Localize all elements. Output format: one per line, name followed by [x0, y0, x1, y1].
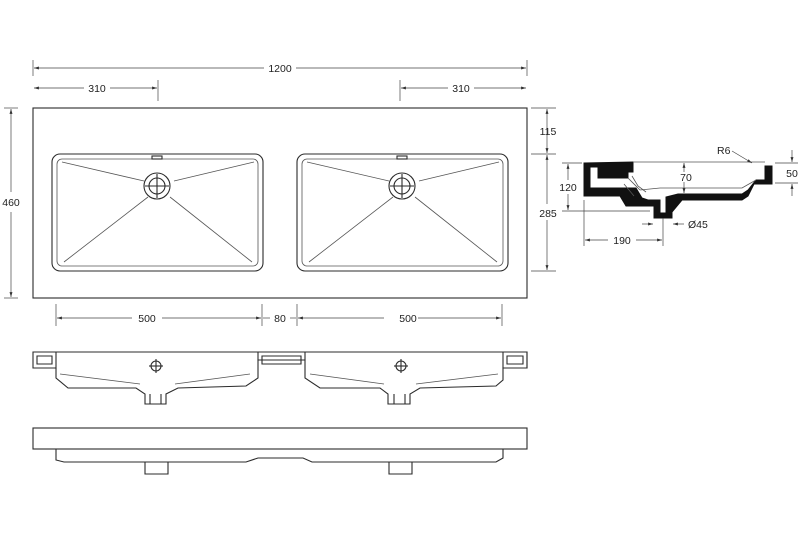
drain-icon — [143, 172, 171, 200]
front-elevation — [32, 351, 528, 405]
dim-overall-width: 1200 — [32, 60, 528, 76]
dim-label: 310 — [88, 83, 106, 95]
dim-drain-offset: 190 — [583, 200, 664, 247]
countertop-outline — [32, 107, 528, 299]
dim-label: 120 — [559, 182, 577, 194]
dim-label: 1200 — [268, 63, 292, 75]
dim-right-offset: 310 — [399, 80, 526, 101]
dim-section-inner-depth: 70 — [680, 163, 692, 193]
dim-section-radius: R6 — [717, 145, 753, 164]
dim-label: 285 — [539, 208, 557, 220]
dim-label: 500 — [138, 313, 156, 325]
section-profile — [583, 161, 773, 219]
cross-section: 120 70 R6 50 190 — [559, 145, 798, 247]
dim-front-to-bowl: 115 — [531, 107, 557, 155]
dim-label: 460 — [2, 197, 20, 209]
dim-label: 115 — [540, 126, 557, 138]
drain-icon — [388, 172, 416, 200]
dim-section-rim-height: 50 — [775, 150, 798, 196]
dim-label: 310 — [452, 83, 470, 95]
plan-view: 1200 310 310 460 115 — [2, 60, 557, 326]
right-bowl — [296, 153, 509, 272]
dim-label: 190 — [613, 235, 631, 247]
left-bowl — [51, 153, 264, 272]
dim-label: Ø45 — [688, 219, 708, 231]
dim-label: 50 — [786, 168, 798, 180]
dim-label: 500 — [399, 313, 417, 325]
dim-label: 70 — [680, 172, 692, 184]
drain-icon — [394, 359, 408, 373]
dim-bowl-widths: 500 80 500 — [55, 304, 503, 326]
dim-section-height: 120 — [559, 162, 650, 212]
dim-drain-diameter: Ø45 — [642, 219, 708, 231]
dim-label: 80 — [274, 313, 286, 325]
drain-icon — [149, 359, 163, 373]
dim-left-offset: 310 — [34, 80, 159, 101]
dim-overall-depth: 460 — [2, 107, 20, 299]
dim-bowl-depth: 285 — [531, 155, 557, 272]
rear-elevation — [32, 427, 528, 475]
dim-label: R6 — [717, 145, 731, 157]
